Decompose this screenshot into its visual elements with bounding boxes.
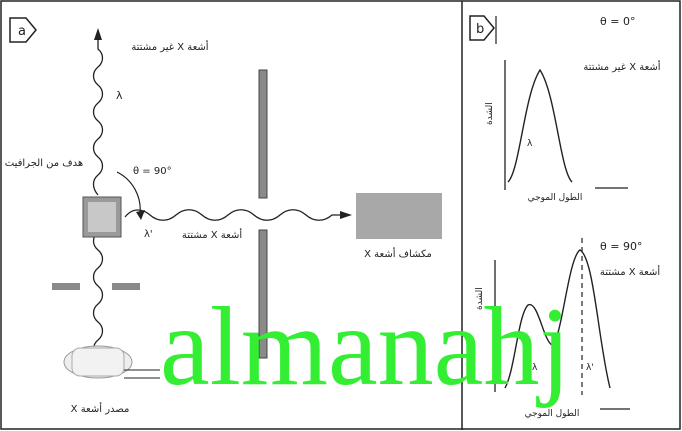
scattered-wave <box>124 209 342 221</box>
plot-scattered: λ λ' الشدة الطول الموجي θ = 90° أشعة X م… <box>475 238 660 419</box>
top-ylabel: الشدة <box>485 102 495 125</box>
bottom-title: أشعة X مشتتة <box>600 265 660 278</box>
unscattered-arrow <box>94 28 102 40</box>
top-peak-label: λ <box>527 139 533 149</box>
label-unscattered: أشعة X غير مشتتة <box>131 40 208 53</box>
top-peak-curve <box>507 68 573 183</box>
unscattered-wave <box>92 38 104 196</box>
angle-arrow <box>136 210 145 220</box>
xray-source <box>63 345 160 379</box>
label-detector: مكشاف أشعة X <box>364 247 432 260</box>
collimator-left <box>52 283 80 290</box>
collimator-right <box>112 283 140 290</box>
badge-b: b <box>469 15 495 41</box>
slit-plate-bottom <box>258 229 268 359</box>
label-lambda-prime: λ' <box>144 229 153 240</box>
bottom-angle: θ = 90° <box>600 240 642 253</box>
scattered-arrow <box>340 211 352 219</box>
bottom-peak1-label: λ <box>532 363 538 373</box>
graphite-target-face <box>88 202 116 232</box>
top-angle: θ = 0° <box>600 15 635 28</box>
badge-a: a <box>9 17 37 43</box>
bottom-xlabel: الطول الموجي <box>525 409 580 419</box>
angle-arc <box>116 171 141 215</box>
label-target: هدف من الجرافيت <box>5 158 83 169</box>
watermark: almanahj <box>160 285 570 409</box>
badge-a-text: a <box>18 24 26 39</box>
label-source: مصدر أشعة X <box>71 402 130 415</box>
label-scattered: أشعة X مشتتة <box>182 228 242 241</box>
label-angle: θ = 90° <box>133 166 172 177</box>
bottom-peak2-label: λ' <box>586 363 594 373</box>
incident-wave <box>92 219 104 361</box>
badge-b-text: b <box>476 22 484 37</box>
panel-b: b λ الشدة الطول الموجي θ = 0° أشعة X غير… <box>469 15 661 419</box>
plot-unscattered: λ الشدة الطول الموجي θ = 0° أشعة X غير م… <box>485 15 661 203</box>
bottom-peaks-curve <box>504 249 611 389</box>
bottom-ylabel: الشدة <box>475 287 485 310</box>
label-lambda: λ <box>116 89 123 102</box>
top-xlabel: الطول الموجي <box>528 193 583 203</box>
detector <box>356 193 442 239</box>
panel-a: a أشعة X غير مشتتة <box>5 17 442 415</box>
slit-plate-top <box>258 69 268 199</box>
top-title: أشعة X غير مشتتة <box>583 60 660 73</box>
